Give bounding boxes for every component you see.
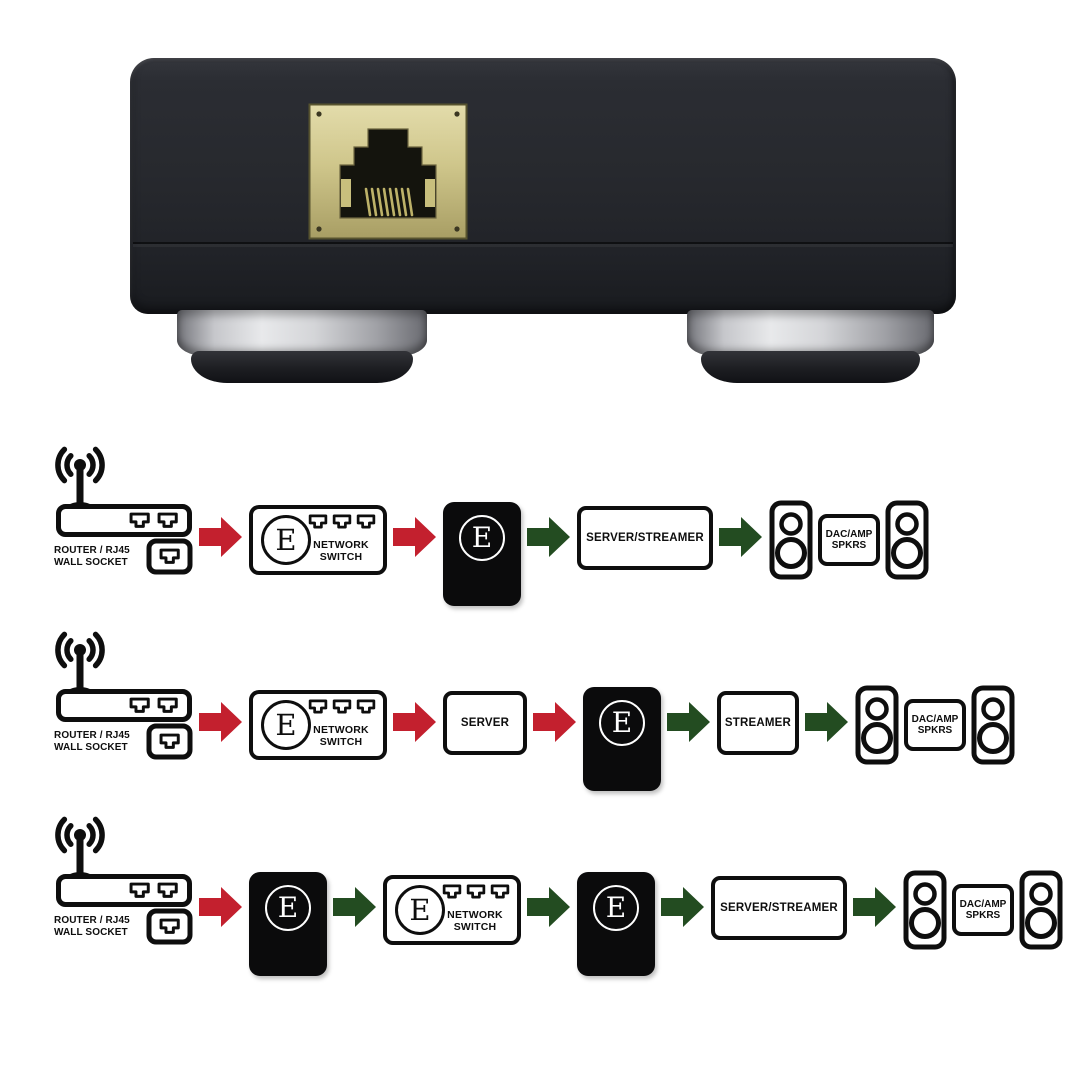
flow-arrow-icon xyxy=(853,887,896,927)
brand-logo-icon: E xyxy=(265,885,311,931)
router-wall-socket-node: ROUTER / RJ45 WALL SOCKET xyxy=(45,630,193,762)
rj45-ethernet-port xyxy=(308,103,468,240)
diagram-row-setup-1: ROUTER / RJ45 WALL SOCKET E NETWORK SWIT… xyxy=(0,445,1080,615)
flow-arrow-green xyxy=(667,700,711,744)
flow-arrow-icon xyxy=(333,887,376,927)
network-filter-device-node: E xyxy=(443,502,521,606)
router-icon xyxy=(55,446,193,575)
brand-logo-icon: E xyxy=(261,700,311,750)
flow-arrow-icon xyxy=(199,702,242,742)
ethernet-port-icon xyxy=(356,699,376,714)
router-label: ROUTER / RJ45 WALL SOCKET xyxy=(54,730,130,753)
flow-arrow-red xyxy=(393,515,437,559)
network-filter-device-node: E xyxy=(249,872,327,976)
brand-logo-icon: E xyxy=(261,515,311,565)
network-filter-device-node: E xyxy=(583,687,661,791)
network-filter-device-node: E xyxy=(577,872,655,976)
speaker-icon xyxy=(769,500,813,580)
server-streamer-box: SERVER/STREAMER xyxy=(711,876,847,940)
flow-arrow-icon xyxy=(719,517,762,557)
speaker-icon xyxy=(971,685,1015,765)
dac-amp-box: DAC/AMP SPKRS xyxy=(952,884,1014,936)
flow-arrow-green xyxy=(527,885,571,929)
streamer-box: STREAMER xyxy=(717,691,799,755)
wifi-waves-icon xyxy=(55,631,105,669)
flow-arrow-icon xyxy=(199,887,242,927)
flow-arrow-red xyxy=(533,700,577,744)
server-streamer-box: SERVER/STREAMER xyxy=(577,506,713,570)
speaker-system-group: DAC/AMP SPKRS xyxy=(903,870,1063,950)
flow-arrow-icon xyxy=(527,887,570,927)
network-switch-node: E NETWORK SWITCH xyxy=(249,505,387,575)
router-label: ROUTER / RJ45 WALL SOCKET xyxy=(54,545,130,568)
flow-arrow-red xyxy=(199,885,243,929)
flow-arrow-green xyxy=(527,515,571,559)
flow-arrow-icon xyxy=(393,702,436,742)
device-photo xyxy=(130,58,956,388)
router-label: ROUTER / RJ45 WALL SOCKET xyxy=(54,915,130,938)
wifi-waves-icon xyxy=(55,446,105,484)
ethernet-port-icon xyxy=(332,514,352,529)
flow-arrow-icon xyxy=(393,517,436,557)
router-icon xyxy=(55,816,193,945)
switch-label: NETWORK SWITCH xyxy=(313,724,369,748)
ethernet-port-icon xyxy=(466,884,486,899)
switch-ports xyxy=(442,884,510,899)
ethernet-port-icon xyxy=(490,884,510,899)
dac-amp-box: DAC/AMP SPKRS xyxy=(904,699,966,751)
brand-logo-icon: E xyxy=(459,515,505,561)
flow-arrow-green xyxy=(853,885,897,929)
device-foot-left xyxy=(177,310,427,384)
router-wall-socket-node: ROUTER / RJ45 WALL SOCKET xyxy=(45,445,193,577)
flow-arrow-icon xyxy=(667,702,710,742)
flow-arrow-green xyxy=(333,885,377,929)
speaker-system-group: DAC/AMP SPKRS xyxy=(855,685,1015,765)
speaker-icon xyxy=(855,685,899,765)
speaker-icon xyxy=(903,870,947,950)
ethernet-port-icon xyxy=(442,884,462,899)
flow-arrow-green xyxy=(661,885,705,929)
router-body xyxy=(56,689,192,722)
switch-ports xyxy=(308,699,376,714)
wifi-waves-icon xyxy=(55,816,105,854)
brand-logo-icon: E xyxy=(599,700,645,746)
router-body xyxy=(56,504,192,537)
flow-arrow-red xyxy=(199,515,243,559)
switch-label: NETWORK SWITCH xyxy=(313,539,369,563)
dac-amp-box: DAC/AMP SPKRS xyxy=(818,514,880,566)
speaker-system-group: DAC/AMP SPKRS xyxy=(769,500,929,580)
rj45-pins xyxy=(364,187,414,217)
server-box: SERVER xyxy=(443,691,527,755)
flow-arrow-green xyxy=(719,515,763,559)
flow-arrow-icon xyxy=(533,702,576,742)
brand-logo-icon: E xyxy=(593,885,639,931)
speaker-icon xyxy=(885,500,929,580)
flow-arrow-green xyxy=(805,700,849,744)
network-switch-node: E NETWORK SWITCH xyxy=(249,690,387,760)
flow-arrow-icon xyxy=(661,887,704,927)
switch-label: NETWORK SWITCH xyxy=(447,909,503,933)
flow-arrow-icon xyxy=(805,702,848,742)
flow-arrow-red xyxy=(199,700,243,744)
network-switch-node: E NETWORK SWITCH xyxy=(383,875,521,945)
rj45-cavity xyxy=(339,128,437,219)
diagram-row-setup-2: ROUTER / RJ45 WALL SOCKET E NETWORK SWIT… xyxy=(0,630,1080,800)
device-foot-right xyxy=(687,310,934,384)
switch-ports xyxy=(308,514,376,529)
router-wall-socket-node: ROUTER / RJ45 WALL SOCKET xyxy=(45,815,193,947)
chassis-seam xyxy=(133,242,953,244)
ethernet-port-icon xyxy=(308,699,328,714)
flow-arrow-icon xyxy=(199,517,242,557)
speaker-icon xyxy=(1019,870,1063,950)
router-icon xyxy=(55,631,193,760)
flow-arrow-icon xyxy=(527,517,570,557)
brand-logo-icon: E xyxy=(395,885,445,935)
device-chassis xyxy=(130,58,956,314)
ethernet-port-icon xyxy=(356,514,376,529)
ethernet-port-icon xyxy=(332,699,352,714)
router-body xyxy=(56,874,192,907)
diagram-row-setup-3: ROUTER / RJ45 WALL SOCKET E E NETWORK SW… xyxy=(0,815,1080,985)
ethernet-port-icon xyxy=(308,514,328,529)
flow-arrow-red xyxy=(393,700,437,744)
